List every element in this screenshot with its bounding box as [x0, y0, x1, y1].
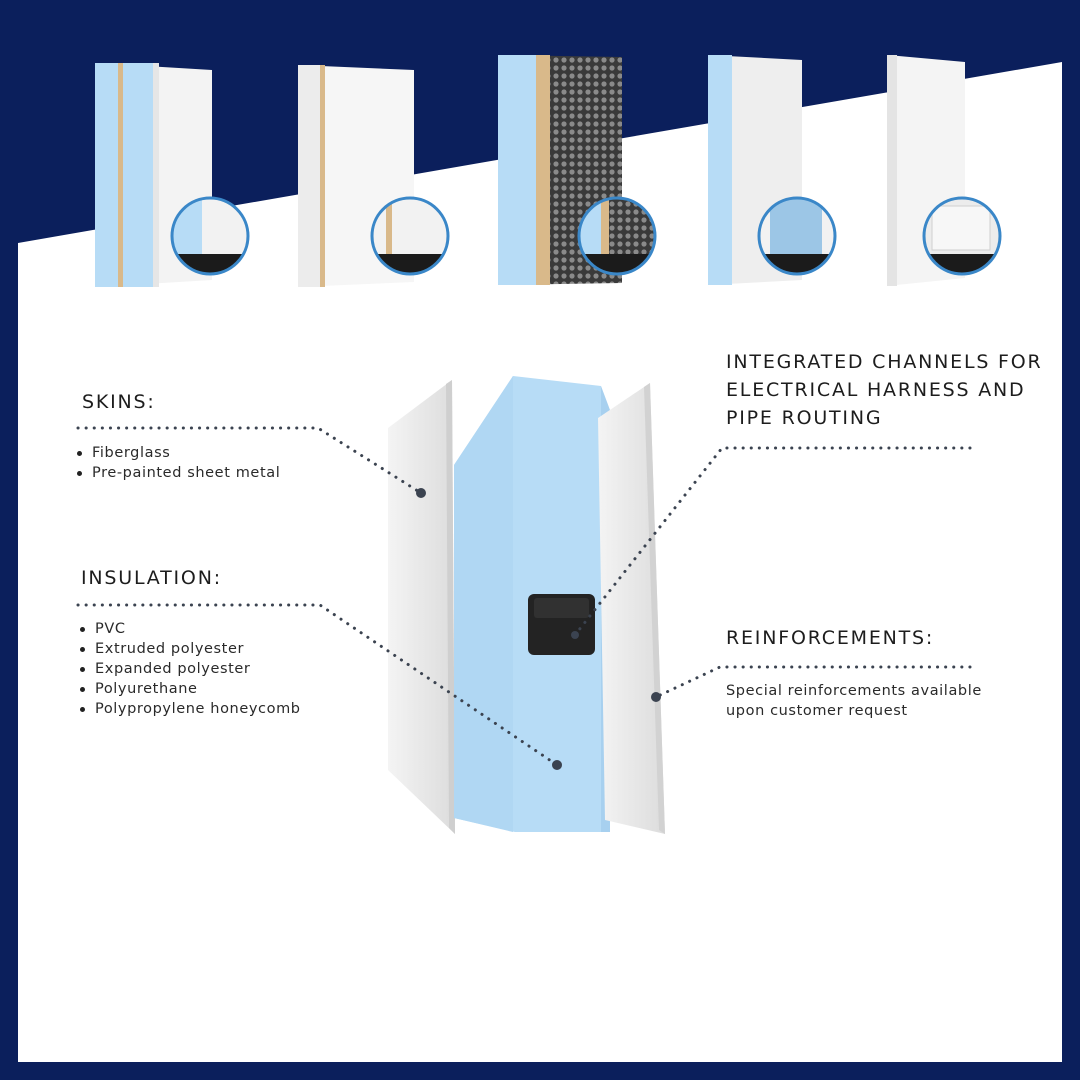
channels-marker	[571, 631, 579, 639]
insulation-core-layer	[454, 376, 610, 832]
reinforcements-connector	[654, 665, 972, 699]
list-item: PVC	[79, 619, 301, 639]
insulation-marker	[552, 760, 562, 770]
list-item: Polypropylene honeycomb	[79, 699, 301, 719]
reinforcements-description: Special reinforcements available upon cu…	[726, 683, 982, 719]
honeycomb-core-panel-sample	[498, 55, 657, 285]
reinforcements-marker	[651, 692, 661, 702]
corner-detail-icon	[370, 196, 450, 276]
list-item: Fiberglass	[76, 443, 280, 463]
list-item: Extruded polyester	[79, 639, 301, 659]
right-skin-layer	[598, 383, 665, 834]
blue-core-panel-sample	[708, 55, 837, 285]
insulation-heading: INSULATION:	[81, 567, 222, 589]
corner-detail-icon	[922, 196, 1002, 276]
white-skin-panel-sample	[298, 65, 450, 287]
insulation-list: PVC Extruded polyester Expanded polyeste…	[79, 619, 301, 719]
left-skin-layer	[388, 380, 455, 834]
skins-connector	[76, 426, 423, 495]
skins-list: Fiberglass Pre-painted sheet metal	[76, 443, 280, 483]
corner-detail-icon	[757, 196, 837, 276]
list-item: Pre-painted sheet metal	[76, 463, 280, 483]
list-item: Polyurethane	[79, 679, 301, 699]
reinforcements-heading: REINFORCEMENTS:	[726, 627, 935, 649]
insulation-connector	[76, 603, 559, 767]
corner-detail-icon	[170, 196, 250, 276]
thin-white-panel-sample	[887, 55, 1002, 286]
list-item: Expanded polyester	[79, 659, 301, 679]
channels-heading: INTEGRATED CHANNELS FOR ELECTRICAL HARNE…	[726, 351, 1043, 429]
skins-heading: SKINS:	[82, 391, 156, 413]
channels-connector	[573, 446, 972, 637]
skins-marker	[416, 488, 426, 498]
corner-detail-icon	[577, 196, 657, 276]
fiberglass-xps-panel-sample	[95, 63, 250, 287]
